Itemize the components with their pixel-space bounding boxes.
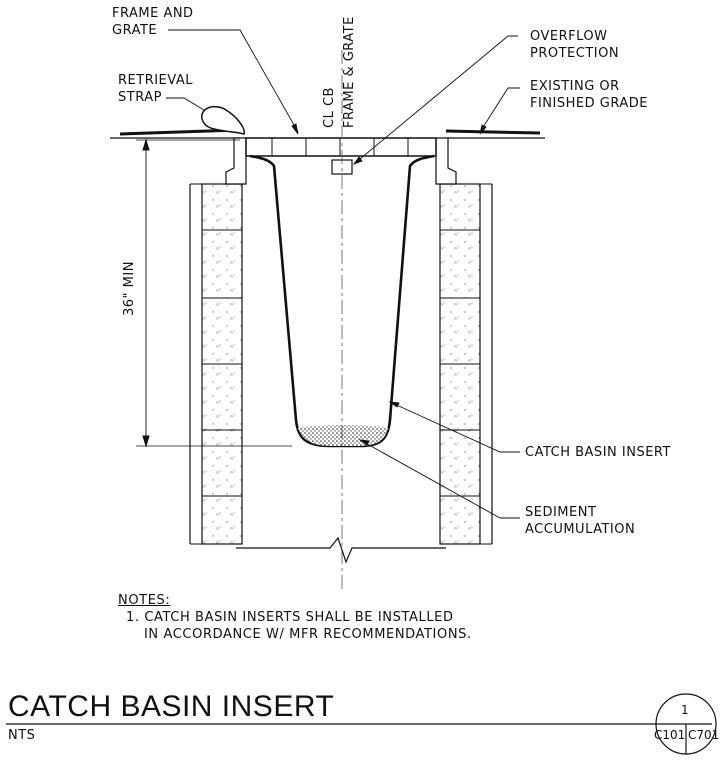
label-retrieval-1: RETRIEVAL (118, 73, 193, 88)
label-frame-grate-2: GRATE (112, 23, 158, 38)
grate (245, 137, 437, 157)
retrieval-strap (201, 105, 245, 135)
depth-dimension (136, 138, 292, 448)
label-sediment-1: SEDIMENT (525, 505, 597, 520)
label-grade-1: EXISTING OR (530, 79, 620, 94)
label-centerline-2: FRAME & GRATE (342, 16, 357, 128)
notes-block: NOTES: 1. CATCH BASIN INSERTS SHALL BE I… (118, 592, 472, 643)
drawing-title: CATCH BASIN INSERT (8, 690, 335, 723)
sheet-ref-left: C101 (654, 728, 686, 742)
break-line (236, 536, 446, 564)
sheet-ref-right: C701 (688, 728, 720, 742)
drawing-scale: NTS (8, 728, 36, 743)
grade-line (110, 128, 545, 139)
detail-bubble (655, 693, 717, 755)
detail-number: 1 (681, 703, 689, 717)
note-line-2: IN ACCORDANCE W/ MFR RECOMMENDATIONS. (144, 627, 472, 642)
label-grade-2: FINISHED GRADE (530, 96, 648, 111)
right-wall (439, 183, 493, 545)
label-centerline-1: CL CB (322, 87, 337, 128)
label-sediment-2: ACCUMULATION (525, 522, 636, 537)
label-frame-grate-1: FRAME AND (112, 6, 194, 21)
label-depth: 36" MIN (122, 261, 137, 316)
label-retrieval-2: STRAP (118, 90, 162, 105)
label-insert: CATCH BASIN INSERT (525, 445, 671, 460)
label-overflow-1: OVERFLOW (530, 29, 608, 44)
leaders (166, 29, 520, 519)
note-line-1: 1. CATCH BASIN INSERTS SHALL BE INSTALLE… (126, 610, 454, 625)
left-wall (189, 183, 243, 545)
notes-heading: NOTES: (118, 593, 171, 608)
label-overflow-2: PROTECTION (530, 46, 620, 61)
